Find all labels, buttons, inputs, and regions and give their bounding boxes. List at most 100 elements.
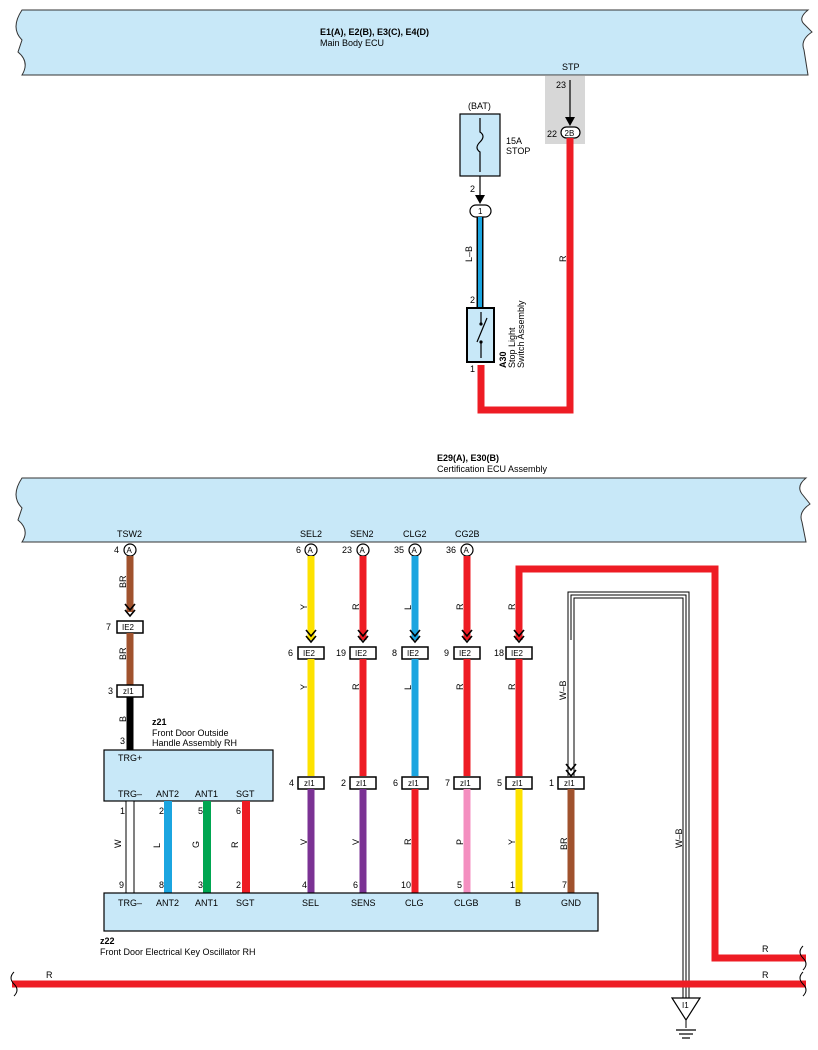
svg-text:1: 1 [549, 778, 554, 788]
stp-wire-label: R [558, 255, 568, 262]
svg-text:zI1: zI1 [564, 779, 575, 788]
svg-text:A: A [308, 546, 314, 555]
svg-text:36: 36 [446, 545, 456, 555]
svg-text:2: 2 [341, 778, 346, 788]
svg-text:V: V [351, 839, 361, 845]
svg-text:GND: GND [561, 898, 582, 908]
svg-text:IE2: IE2 [355, 649, 368, 658]
svg-text:IE2: IE2 [459, 649, 472, 658]
svg-text:BR: BR [118, 647, 128, 660]
svg-text:ANT1: ANT1 [195, 789, 218, 799]
svg-text:A: A [412, 546, 418, 555]
svg-text:A: A [360, 546, 366, 555]
svg-text:zI1: zI1 [356, 779, 367, 788]
svg-text:6: 6 [353, 880, 358, 890]
svg-text:V: V [299, 839, 309, 845]
oscillator-box [103, 892, 599, 932]
svg-text:4: 4 [114, 545, 119, 555]
fuse-joint-label: 1 [478, 207, 483, 216]
svg-text:Y: Y [507, 839, 517, 845]
svg-text:zI1: zI1 [408, 779, 419, 788]
svg-text:BR: BR [118, 575, 128, 588]
svg-text:IE2: IE2 [407, 649, 420, 658]
svg-text:R: R [455, 683, 465, 690]
svg-text:W–B: W–B [558, 680, 568, 700]
svg-text:W: W [113, 839, 123, 848]
svg-text:zI1: zI1 [460, 779, 471, 788]
svg-text:2: 2 [159, 806, 164, 816]
svg-text:R: R [762, 970, 769, 980]
svg-text:BR: BR [559, 837, 569, 850]
svg-text:SGT: SGT [236, 898, 255, 908]
svg-text:SEL: SEL [302, 898, 319, 908]
pin-cg2b: CG2B [455, 529, 480, 539]
svg-text:3: 3 [198, 880, 203, 890]
svg-text:TRG–: TRG– [118, 898, 142, 908]
lb-wire-label: L–B [464, 246, 474, 262]
main-ecu-name: Main Body ECU [320, 38, 384, 48]
svg-text:IE2: IE2 [511, 649, 524, 658]
stp-arrow [565, 117, 575, 126]
svg-text:10: 10 [401, 880, 411, 890]
cert-ecu-code: E29(A), E30(B) [437, 453, 499, 463]
svg-text:L: L [403, 685, 413, 690]
column-sens: R 19 IE2 R 2 zI1 V 6 [336, 556, 377, 893]
svg-text:R: R [403, 838, 413, 845]
svg-text:3: 3 [108, 686, 113, 696]
svg-text:I1: I1 [682, 1001, 689, 1010]
svg-text:5: 5 [457, 880, 462, 890]
cert-ecu-name: Certification ECU Assembly [437, 464, 548, 474]
svg-text:A: A [127, 546, 133, 555]
tsw2-chain: BR 7 IE2 BR 3 zI1 B 3 [106, 556, 144, 750]
main-body-ecu: E1(A), E2(B), E3(C), E4(D) Main Body ECU [15, 9, 813, 76]
svg-text:ANT1: ANT1 [195, 898, 218, 908]
column-gnd: W–B 1 zI1 BR 7 W–B I1 [549, 591, 702, 1039]
svg-text:9: 9 [444, 648, 449, 658]
svg-text:A: A [464, 546, 470, 555]
svg-text:ANT2: ANT2 [156, 898, 179, 908]
svg-text:35: 35 [394, 545, 404, 555]
svg-text:7: 7 [445, 778, 450, 788]
svg-text:1: 1 [120, 806, 125, 816]
svg-text:4: 4 [289, 778, 294, 788]
svg-text:8: 8 [159, 880, 164, 890]
bottom-red-line: R R [10, 945, 807, 997]
svg-text:7: 7 [106, 622, 111, 632]
svg-text:1: 1 [510, 880, 515, 890]
pin-tsw2: TSW2 [117, 529, 142, 539]
pin-clg2: CLG2 [403, 529, 427, 539]
fuse-rating: 15A [506, 136, 522, 146]
svg-text:6: 6 [288, 648, 293, 658]
stp-pin-no: 23 [556, 80, 566, 90]
fuse-pin: 2 [470, 184, 475, 194]
handle-code: z21 [152, 717, 167, 727]
svg-text:8: 8 [392, 648, 397, 658]
svg-text:6: 6 [296, 545, 301, 555]
svg-text:G: G [191, 841, 201, 848]
column-clg: L 8 IE2 L 6 zI1 R 10 [392, 556, 429, 893]
handle-name-1: Front Door Outside [152, 728, 229, 738]
certification-ecu [15, 477, 811, 543]
handle-trg-plus: TRG+ [118, 753, 142, 763]
svg-text:P: P [455, 839, 465, 845]
ground-icon [670, 997, 702, 1022]
svg-text:SENS: SENS [351, 898, 376, 908]
svg-text:L: L [403, 605, 413, 610]
svg-text:W–B: W–B [674, 828, 684, 848]
svg-text:zI1: zI1 [512, 779, 523, 788]
stp-pin-name: STP [562, 62, 580, 72]
fuse-symbol [476, 118, 484, 172]
svg-text:7: 7 [562, 880, 567, 890]
svg-text:R: R [351, 603, 361, 610]
svg-text:CLG: CLG [405, 898, 424, 908]
svg-text:TRG–: TRG– [118, 789, 142, 799]
svg-text:R: R [455, 603, 465, 610]
pin-sel2: SEL2 [300, 529, 322, 539]
svg-text:SGT: SGT [236, 789, 255, 799]
svg-text:4: 4 [302, 880, 307, 890]
switch-name-2: Switch Assembly [516, 300, 526, 368]
svg-text:18: 18 [494, 648, 504, 658]
column-clgb: R 9 IE2 R 7 zI1 P 5 [444, 556, 481, 893]
svg-text:IE2: IE2 [122, 623, 135, 632]
